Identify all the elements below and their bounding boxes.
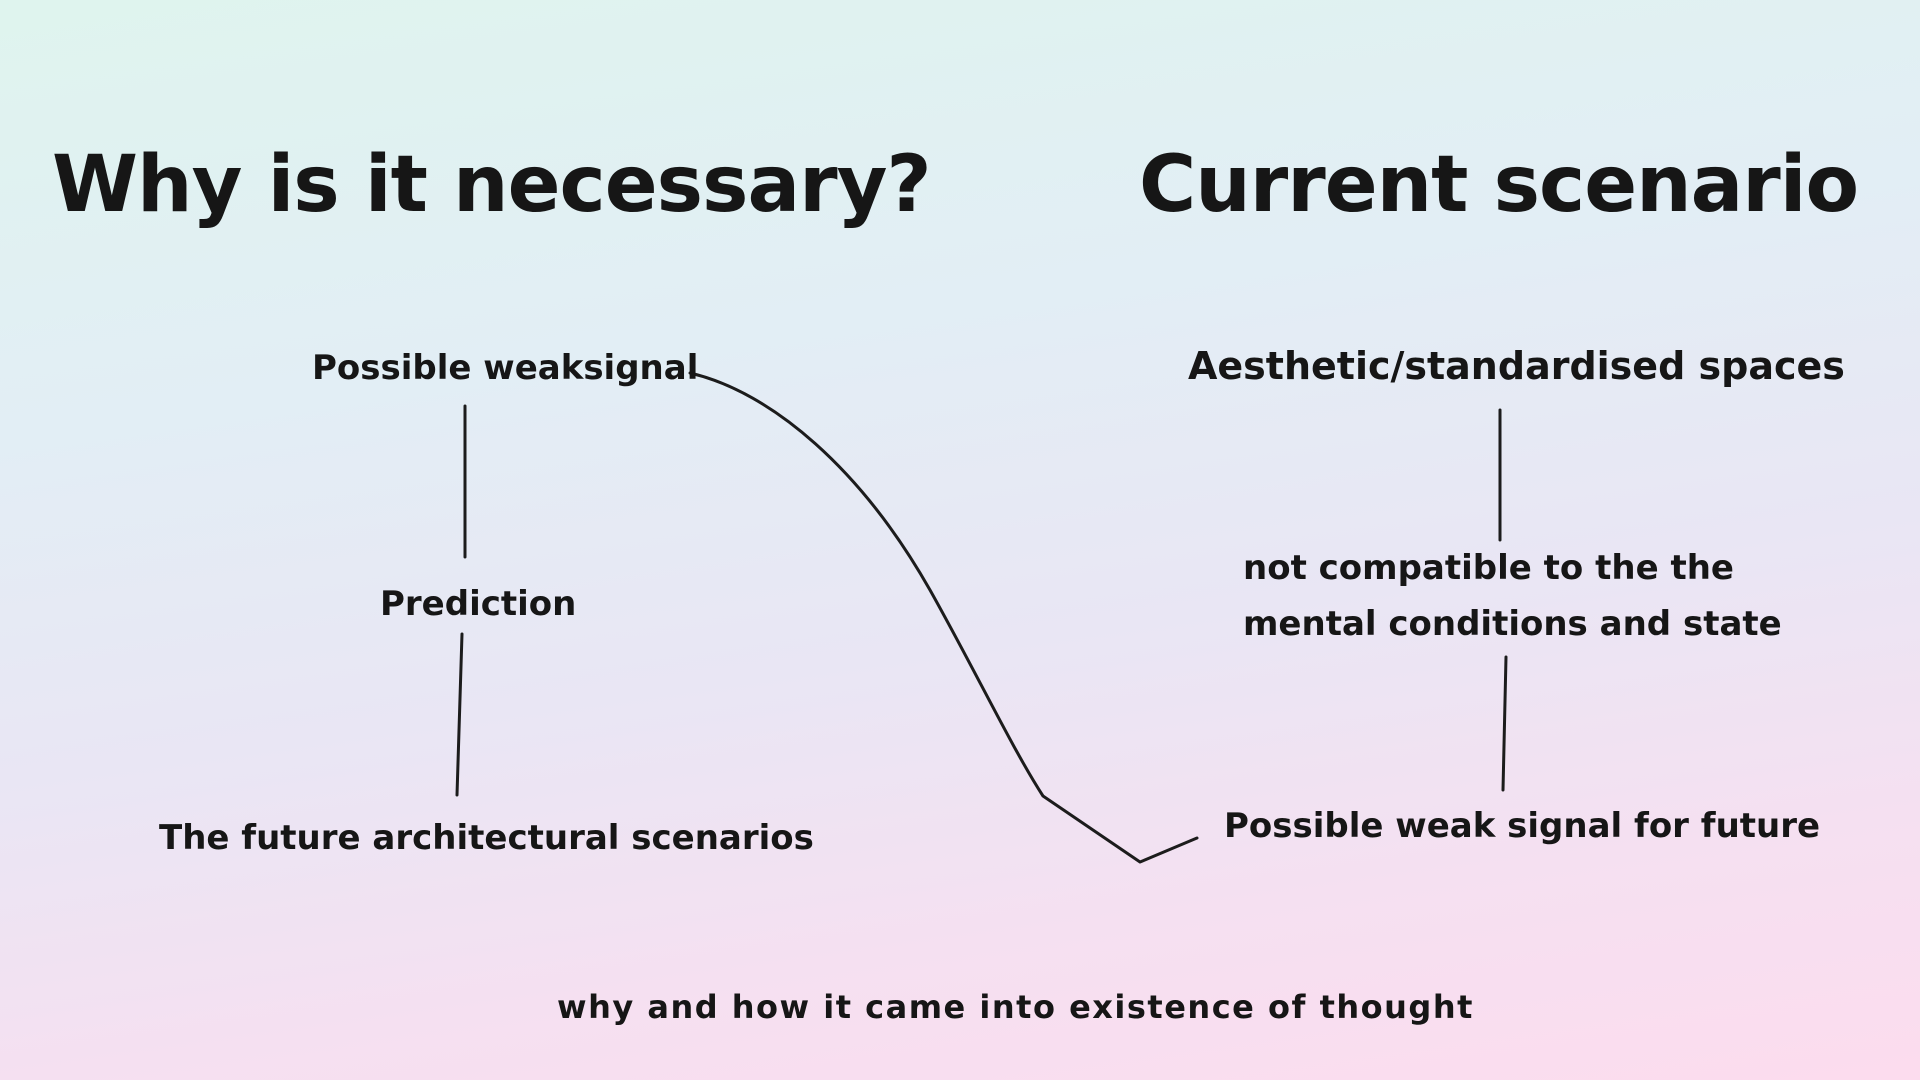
node-possible-weaksignal: Possible weaksignal <box>312 348 699 388</box>
node-possible-weak-signal-future: Possible weak signal for future <box>1224 806 1821 846</box>
node-prediction: Prediction <box>380 584 577 624</box>
connector-group <box>455 371 1508 864</box>
node-not-compatible-line2: mental conditions and state <box>1243 604 1782 644</box>
node-not-compatible-line1: not compatible to the the <box>1243 548 1734 588</box>
connector-prediction-to-future-scenarios <box>455 632 464 797</box>
node-not-compatible: not compatible to the the mental conditi… <box>1243 540 1782 652</box>
footer-caption: why and how it came into existence of th… <box>557 988 1474 1026</box>
connector-notcompatible-to-weakfuture <box>1501 655 1508 792</box>
heading-why-necessary: Why is it necessary? <box>52 140 932 230</box>
connector-weaksignal-to-weakfuture-curve <box>688 371 1199 864</box>
heading-current-scenario: Current scenario <box>1139 140 1859 230</box>
node-aesthetic-standardised-spaces: Aesthetic/standardised spaces <box>1188 344 1845 388</box>
node-future-architectural-scenarios: The future architectural scenarios <box>159 818 814 858</box>
